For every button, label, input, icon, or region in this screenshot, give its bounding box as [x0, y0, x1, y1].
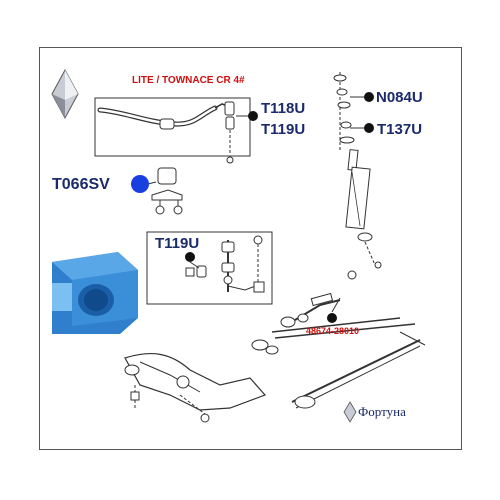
part-label-t137u: T137U — [377, 121, 423, 138]
diagram-title: LITE / TOWNACE CR 4# — [132, 75, 245, 86]
bushing-photo — [52, 252, 138, 334]
part-label-48674-28010: 48674-28010 — [306, 326, 360, 336]
part-label-t119u: T119U — [261, 121, 306, 138]
stabilizer-box — [94, 97, 251, 157]
part-label-n084u: N084U — [376, 89, 423, 106]
brand-logo-icon — [343, 401, 357, 423]
brand-name: Фортуна — [358, 404, 406, 419]
part-label-t119u-link: T119U — [155, 235, 200, 252]
part-label-t066sv: T066SV — [52, 176, 110, 193]
part-label-t118u: T118U — [261, 100, 306, 117]
logo-icon — [51, 68, 79, 120]
